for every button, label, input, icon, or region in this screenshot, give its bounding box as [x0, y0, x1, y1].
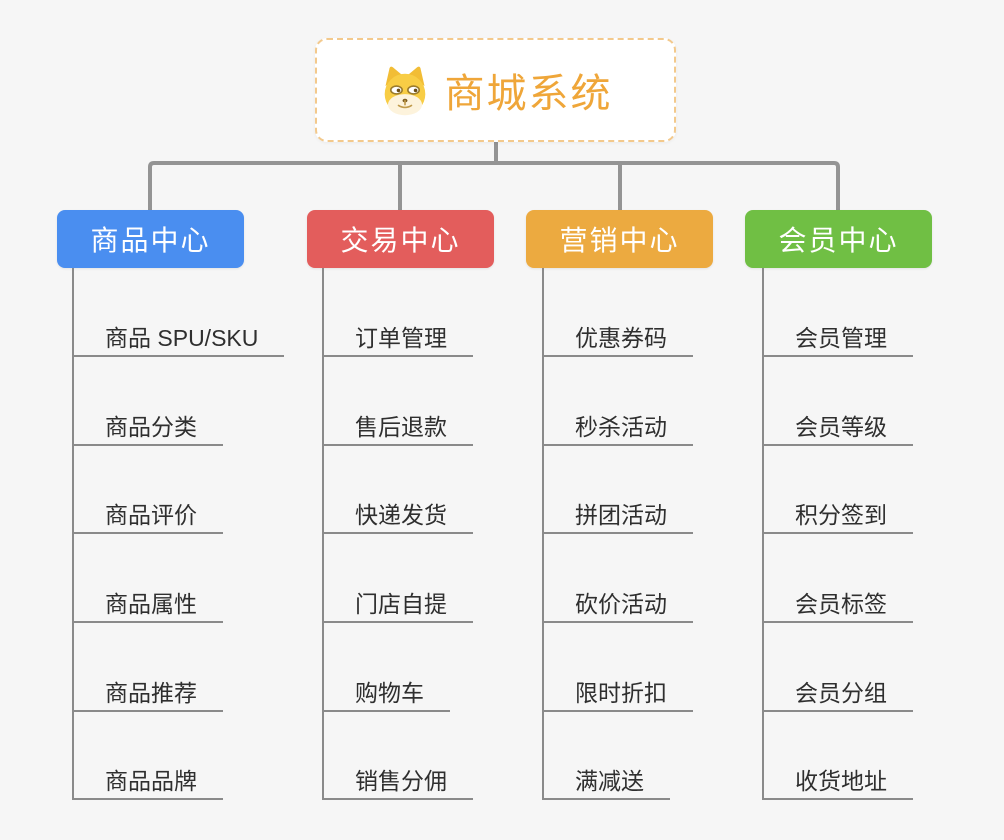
branch-topic-label: 交易中心 — [340, 225, 461, 256]
branch-trunk-line — [322, 268, 324, 800]
subtopic-limited-time-discount[interactable]: 限时折扣 — [542, 678, 693, 712]
subtopic-product-review[interactable]: 商品评价 — [72, 500, 223, 534]
subtopic-order-management[interactable]: 订单管理 — [322, 323, 473, 357]
subtopic-spend-save[interactable]: 满减送 — [542, 766, 670, 800]
subtopic-express-shipping[interactable]: 快递发货 — [322, 500, 473, 534]
branch-topic-label: 会员中心 — [778, 225, 899, 256]
branch-topic-label: 营销中心 — [559, 225, 680, 256]
branch-topic-label: 商品中心 — [90, 225, 211, 256]
subtopic-shipping-address[interactable]: 收货地址 — [762, 766, 913, 800]
branch-trunk-line — [542, 268, 544, 800]
subtopic-member-level[interactable]: 会员等级 — [762, 412, 913, 446]
branch-topic-member-center[interactable]: 会员中心 — [745, 210, 932, 268]
subtopic-product-recommend[interactable]: 商品推荐 — [72, 678, 223, 712]
subtopic-sales-commission[interactable]: 销售分佣 — [322, 766, 473, 800]
subtopic-product-spu-sku[interactable]: 商品 SPU/SKU — [72, 323, 285, 357]
subtopic-product-category[interactable]: 商品分类 — [72, 412, 223, 446]
branch-topic-marketing-center[interactable]: 营销中心 — [526, 210, 713, 268]
subtopic-product-attribute[interactable]: 商品属性 — [72, 589, 223, 623]
subtopic-member-management[interactable]: 会员管理 — [762, 323, 913, 357]
root-topic-label: 商城系统 — [444, 72, 613, 116]
subtopic-flash-sale[interactable]: 秒杀活动 — [542, 412, 693, 446]
branch-topic-trade-center[interactable]: 交易中心 — [307, 210, 494, 268]
subtopic-product-brand[interactable]: 商品品牌 — [72, 766, 223, 800]
subtopic-bargain-activity[interactable]: 砍价活动 — [542, 589, 693, 623]
doge-icon — [384, 66, 425, 116]
root-topic[interactable]: 商城系统 — [315, 38, 676, 142]
branch-trunk-line — [72, 268, 74, 800]
subtopic-aftersale-refund[interactable]: 售后退款 — [322, 412, 473, 446]
branch-topic-product-center[interactable]: 商品中心 — [57, 210, 244, 268]
subtopic-coupon-code[interactable]: 优惠券码 — [542, 323, 693, 357]
subtopic-store-pickup[interactable]: 门店自提 — [322, 589, 473, 623]
subtopic-shopping-cart[interactable]: 购物车 — [322, 678, 450, 712]
subtopic-member-groups[interactable]: 会员分组 — [762, 678, 913, 712]
branch-trunk-line — [762, 268, 764, 800]
subtopic-group-buy[interactable]: 拼团活动 — [542, 500, 693, 534]
subtopic-points-checkin[interactable]: 积分签到 — [762, 500, 913, 534]
subtopic-member-tags[interactable]: 会员标签 — [762, 589, 913, 623]
